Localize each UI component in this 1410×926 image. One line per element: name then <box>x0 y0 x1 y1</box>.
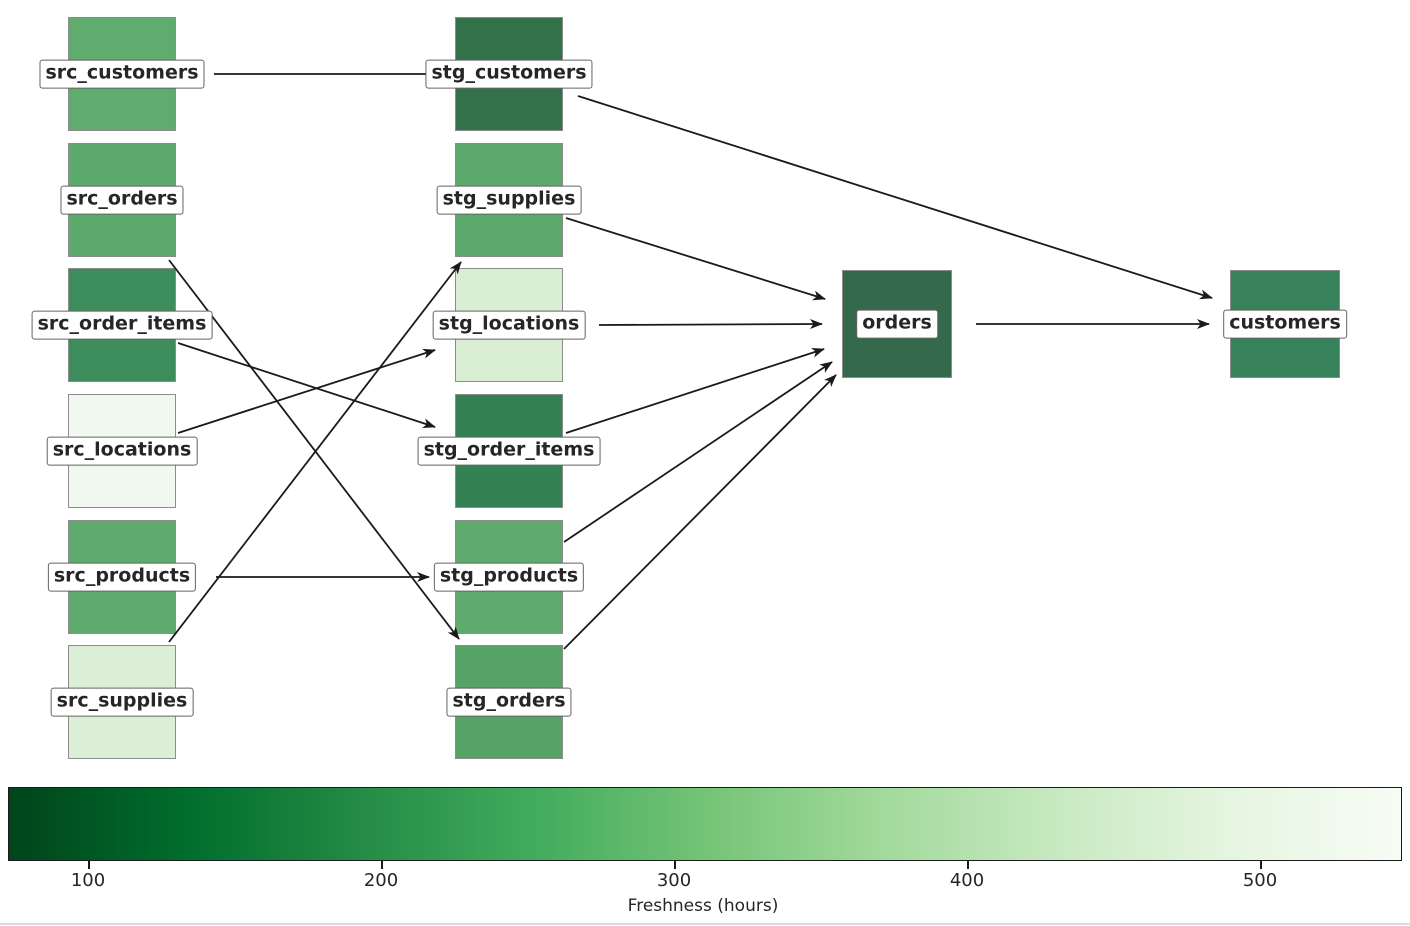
freshness-colorbar <box>8 787 1402 861</box>
node-label-src_products: src_products <box>47 562 197 592</box>
node-label-src_orders: src_orders <box>60 185 184 215</box>
node-label-src_locations: src_locations <box>46 436 198 466</box>
node-label-customers: customers <box>1223 309 1347 339</box>
node-label-src_order_items: src_order_items <box>31 310 213 340</box>
colorbar-tick-mark <box>381 861 383 869</box>
node-label-stg_supplies: stg_supplies <box>436 185 582 215</box>
node-label-stg_order_items: stg_order_items <box>417 436 601 466</box>
colorbar-tick-label: 300 <box>656 870 692 891</box>
colorbar-axis-label: Freshness (hours) <box>627 896 779 916</box>
node-label-stg_locations: stg_locations <box>432 310 586 340</box>
node-label-src_customers: src_customers <box>39 59 205 89</box>
node-label-orders: orders <box>856 309 938 339</box>
colorbar-tick-mark <box>1260 861 1262 869</box>
node-label-stg_products: stg_products <box>433 562 585 592</box>
colorbar-tick-label: 500 <box>1242 870 1278 891</box>
node-label-stg_orders: stg_orders <box>446 687 572 717</box>
node-label-stg_customers: stg_customers <box>425 59 593 89</box>
colorbar-tick-label: 200 <box>363 870 399 891</box>
colorbar-tick-label: 400 <box>949 870 985 891</box>
colorbar-tick-mark <box>674 861 676 869</box>
colorbar-tick-mark <box>967 861 969 869</box>
colorbar-tick-label: 100 <box>70 870 106 891</box>
figure-bottom-border <box>0 923 1410 925</box>
node-label-src_supplies: src_supplies <box>50 687 194 717</box>
colorbar-tick-mark <box>88 861 90 869</box>
